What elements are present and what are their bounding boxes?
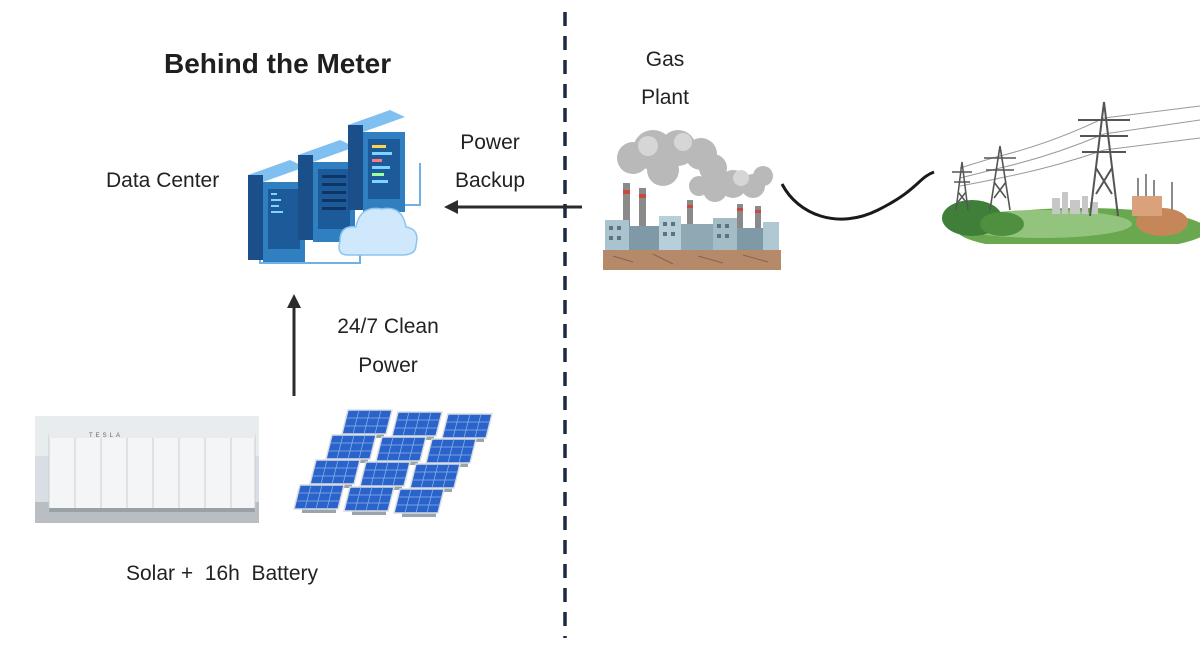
clean-power-label: 24/7 Clean Power (318, 316, 458, 376)
data-center-icon (248, 110, 421, 264)
solar-panel (425, 438, 477, 467)
solar-panel (343, 486, 395, 515)
solar-panels-icon (293, 409, 493, 517)
grid-connection-line (780, 170, 935, 221)
solar-panel (391, 411, 443, 440)
section-title: Behind the Meter (164, 48, 392, 79)
solar-panel (441, 413, 493, 442)
solar-panel (409, 463, 461, 492)
solar-panel (359, 461, 411, 490)
clean-power-arrow (287, 294, 301, 396)
solar-panel (341, 409, 393, 438)
data-center-label: Data Center (106, 169, 220, 192)
transmission-grid-icon (942, 101, 1200, 244)
clean-power-label-line2: Power (358, 354, 418, 377)
clean-power-label-line1: 24/7 Clean (337, 315, 439, 338)
gas-plant-icon (603, 130, 781, 270)
tesla-brand-text: TESLA (89, 433, 123, 439)
solar-panel (293, 484, 345, 513)
gas-plant-label-line2: Plant (641, 86, 689, 109)
solar-battery-label: Solar + 16h Battery (126, 562, 319, 585)
solar-panel (325, 434, 377, 463)
power-backup-label: Power Backup (440, 132, 540, 191)
power-backup-label-line2: Backup (454, 169, 526, 192)
gas-plant-label: Gas Plant (615, 49, 715, 108)
power-backup-label-line1: Power (460, 131, 520, 154)
power-backup-arrow (444, 200, 582, 214)
meter-divider-line (563, 12, 567, 638)
gas-plant-label-line1: Gas (645, 48, 685, 71)
solar-panel (309, 459, 361, 488)
battery-storage-icon: TESLA (35, 416, 259, 523)
solar-panel (393, 488, 445, 517)
solar-panel (375, 436, 427, 465)
